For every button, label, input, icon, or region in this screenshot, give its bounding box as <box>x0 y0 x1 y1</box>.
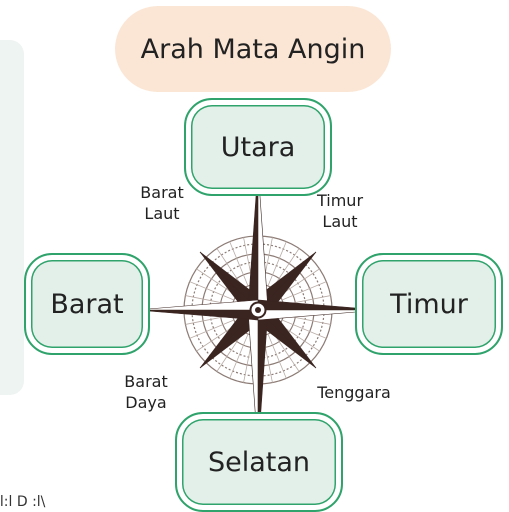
east-label: Timur <box>355 253 503 355</box>
footer-text-fragment: ll:l D :l\ <box>0 494 45 510</box>
west-label: Barat <box>24 253 150 355</box>
compass-center <box>251 303 266 318</box>
northwest-label: Barat Laut <box>126 182 198 224</box>
southeast-label: Tenggara <box>298 382 410 403</box>
north-label: Utara <box>184 98 332 196</box>
south-label: Selatan <box>175 412 343 512</box>
southwest-label: Barat Daya <box>110 371 182 413</box>
northeast-label: Timur Laut <box>304 190 376 232</box>
